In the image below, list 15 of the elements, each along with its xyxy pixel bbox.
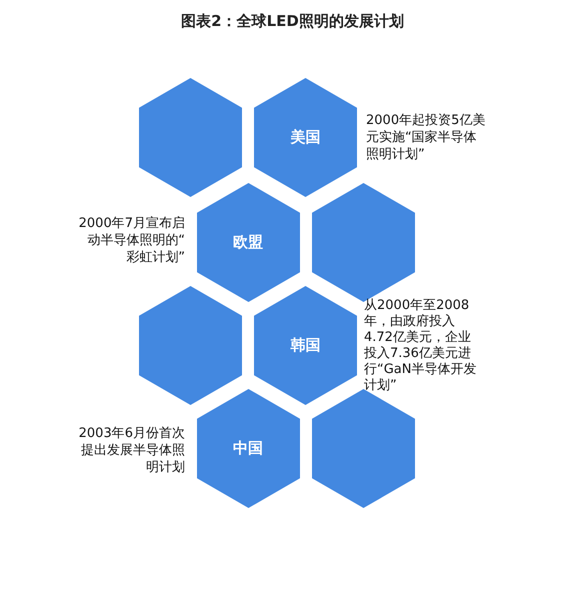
- hexagon: [254, 286, 357, 404]
- hexagon: [196, 388, 300, 508]
- hexagon: [254, 78, 357, 196]
- annotation-text: 从2000年至2008年，由政府投入4.72亿美元，企业投入7.36亿美元进行“GaN半导体开发计划”: [364, 298, 478, 394]
- country-label: 中国: [233, 439, 263, 457]
- hexagon: [139, 78, 242, 196]
- country-label: 韩国: [290, 336, 320, 354]
- hexagon: [196, 182, 300, 302]
- country-label: 美国: [290, 128, 320, 146]
- chart-title: 图表2：全球LED照明的发展计划: [181, 12, 404, 31]
- hexagon: [139, 286, 242, 404]
- annotation-text: 2003年6月份首次提出发展半导体照明计划: [78, 425, 185, 476]
- annotation-text: 2000年7月宣布启动半导体照明的“彩虹计划”: [78, 215, 185, 266]
- annotation-text: 2000年起投资5亿美元实施“国家半导体照明计划”: [366, 112, 486, 163]
- country-label: 欧盟: [233, 233, 263, 251]
